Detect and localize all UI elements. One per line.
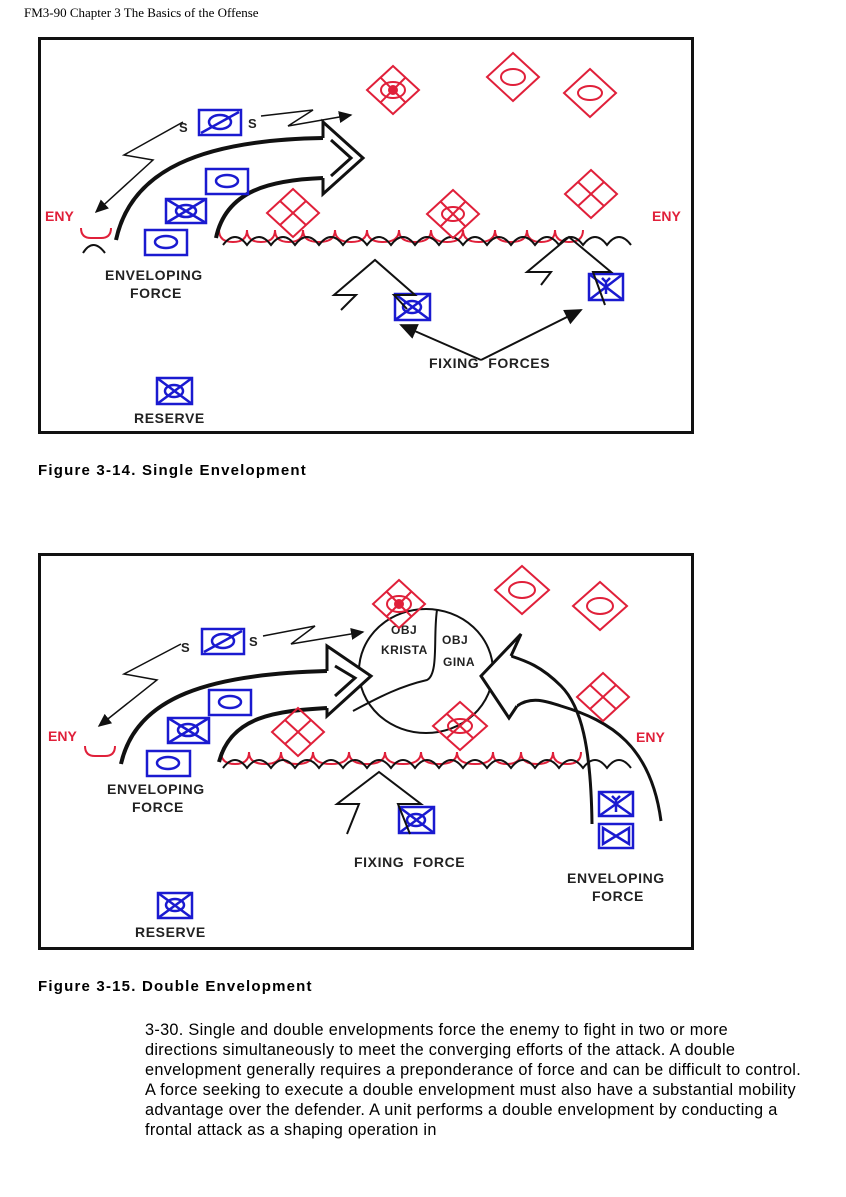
enemy-armor-symbol	[571, 580, 629, 632]
screen-label-right: S	[249, 634, 258, 649]
enveloping-force-label-1: ENVELOPING	[105, 267, 203, 283]
reserve-unit-symbol	[155, 376, 194, 406]
reserve-label: RESERVE	[134, 410, 205, 426]
enemy-infantry-symbol	[563, 168, 619, 220]
fixing-mech-infantry-unit-symbol	[397, 805, 436, 835]
enemy-defensive-line	[84, 745, 582, 766]
fixing-attack-arrow	[334, 770, 424, 835]
figure-caption-3-15: Figure 3-15. Double Envelopment	[38, 978, 313, 995]
enemy-infantry-symbol	[575, 671, 631, 723]
screen-label-left: S	[181, 640, 190, 655]
figure-single-envelopment: S S ENY ENY ENVELOPING FORCE FIXING FORC…	[38, 37, 694, 434]
airborne-unit-symbol	[597, 822, 635, 850]
armor-unit-symbol	[204, 167, 250, 196]
obj-gina-label-2: GINA	[443, 655, 475, 669]
enveloping-force-right-label-1: ENVELOPING	[567, 870, 665, 886]
mechanized-infantry-unit-symbol	[166, 716, 211, 745]
screen-lines	[97, 625, 365, 727]
enemy-defensive-line	[80, 227, 584, 244]
reserve-unit-symbol	[156, 891, 194, 920]
reserve-label: RESERVE	[135, 924, 206, 940]
enveloping-arrow-right	[479, 632, 663, 825]
enemy-mech-infantry-symbol	[425, 188, 481, 240]
friendly-units	[143, 108, 625, 406]
enemy-mech-hq-symbol	[371, 578, 427, 630]
armor-unit-symbol	[143, 228, 189, 257]
cavalry-screen-unit-symbol	[197, 108, 243, 137]
enveloping-force-left-label-2: FORCE	[132, 799, 184, 815]
obj-krista-label-2: KRISTA	[381, 643, 428, 657]
figure-caption-3-14: Figure 3-14. Single Envelopment	[38, 462, 307, 479]
friendly-units	[145, 627, 635, 920]
single-envelopment-diagram: S S ENY ENY ENVELOPING FORCE FIXING FORC…	[45, 51, 681, 426]
eny-label-right: ENY	[636, 729, 665, 745]
screen-lines	[94, 109, 353, 214]
screen-label-right: S	[248, 116, 257, 131]
enveloping-arrow	[114, 118, 366, 241]
friendly-contact-line	[222, 759, 632, 770]
fixing-forces-label: FIXING FORCES	[429, 355, 550, 371]
enemy-units	[270, 564, 631, 758]
enveloping-force-label-2: FORCE	[130, 285, 182, 301]
cavalry-screen-unit-symbol	[200, 627, 246, 656]
enveloping-force-left-label-1: ENVELOPING	[107, 781, 205, 797]
fixing-force-label: FIXING FORCE	[354, 854, 465, 870]
enveloping-arrow-left	[119, 643, 374, 765]
enemy-armor-symbol	[493, 564, 551, 616]
double-envelopment-diagram: OBJ KRISTA OBJ GINA S S EN	[48, 564, 665, 940]
fixing-attack-arrows	[331, 235, 614, 361]
screen-label-left: S	[179, 120, 188, 135]
enemy-mech-infantry-symbol	[431, 700, 489, 752]
obj-gina-label-1: OBJ	[442, 633, 468, 647]
enemy-units	[265, 51, 619, 240]
fixing-airborne-infantry-unit-symbol	[587, 272, 625, 302]
armor-unit-symbol	[145, 749, 192, 778]
figure-double-envelopment: OBJ KRISTA OBJ GINA S S EN	[38, 553, 694, 950]
enemy-infantry-symbol	[265, 187, 321, 239]
mechanized-infantry-unit-symbol	[164, 197, 208, 225]
enemy-armor-symbol	[485, 51, 541, 103]
eny-label-left: ENY	[48, 728, 77, 744]
eny-label-left: ENY	[45, 208, 74, 224]
enemy-infantry-symbol	[270, 706, 326, 758]
fixing-mech-infantry-unit-symbol	[393, 292, 432, 322]
friendly-contact-line	[82, 236, 632, 254]
running-header: FM3-90 Chapter 3 The Basics of the Offen…	[24, 5, 259, 20]
body-paragraph-3-30: 3-30. Single and double envelopments for…	[145, 1021, 802, 1139]
enemy-mech-hq-symbol	[365, 64, 421, 116]
eny-label-right: ENY	[652, 208, 681, 224]
enveloping-force-right-label-2: FORCE	[592, 888, 644, 904]
enemy-armor-symbol	[562, 67, 618, 119]
airborne-infantry-unit-symbol	[597, 790, 635, 818]
armor-unit-symbol	[207, 688, 253, 717]
